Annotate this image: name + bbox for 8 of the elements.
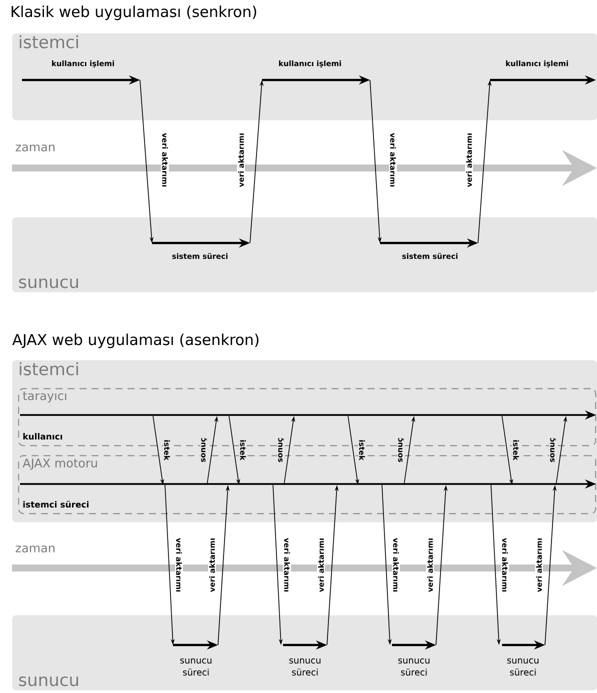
time-label: zaman (16, 546, 54, 552)
title: Klasik web uygulaması (senkron) (12, 6, 256, 20)
process-label: sunucu süreci (289, 658, 320, 676)
process-label: sunucu süreci (507, 658, 538, 676)
heading: AJAX web uygulaması (asenkron) (12, 334, 258, 348)
process-label: sunucu süreci (398, 658, 430, 676)
time-label: zaman (16, 144, 54, 152)
process-label: sunucu süreci (180, 658, 212, 676)
